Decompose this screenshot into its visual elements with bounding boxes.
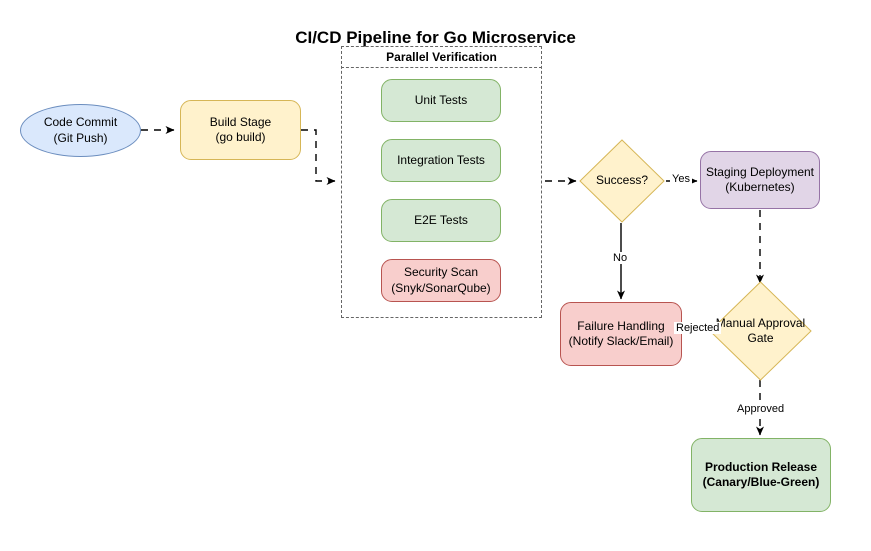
node-manual-approval-gate-label: Manual Approval Gate bbox=[715, 315, 806, 345]
node-success-decision[interactable]: Success? bbox=[579, 139, 665, 223]
node-manual-approval-gate[interactable]: Manual Approval Gate bbox=[709, 281, 812, 381]
diagram-title: CI/CD Pipeline for Go Microservice bbox=[295, 28, 576, 47]
node-integration-tests[interactable]: Integration Tests bbox=[381, 139, 501, 182]
node-security-scan[interactable]: Security Scan (Snyk/SonarQube) bbox=[381, 259, 501, 302]
group-parallel-verification bbox=[341, 46, 542, 318]
node-staging-deployment[interactable]: Staging Deployment (Kubernetes) bbox=[700, 151, 820, 209]
edge-build-to-verification bbox=[301, 129, 336, 185]
node-failure-handling-label: Failure Handling (Notify Slack/Email) bbox=[568, 318, 674, 348]
edge-label-rejected: Rejected bbox=[674, 322, 722, 334]
node-e2e-tests-label: E2E Tests bbox=[414, 212, 468, 227]
node-production-release[interactable]: Production Release (Canary/Blue-Green) bbox=[691, 438, 831, 512]
node-build-stage[interactable]: Build Stage (go build) bbox=[180, 100, 301, 160]
node-code-commit-label: Code Commit (Git Push) bbox=[43, 115, 118, 145]
node-failure-handling[interactable]: Failure Handling (Notify Slack/Email) bbox=[560, 302, 682, 366]
node-unit-tests-label: Unit Tests bbox=[414, 92, 468, 107]
edge-label-no: No bbox=[611, 252, 630, 264]
group-parallel-verification-label: Parallel Verification bbox=[341, 46, 542, 68]
node-build-stage-label: Build Stage (go build) bbox=[209, 114, 272, 144]
node-production-release-label: Production Release (Canary/Blue-Green) bbox=[702, 459, 820, 489]
node-unit-tests[interactable]: Unit Tests bbox=[381, 79, 501, 122]
edge-label-approved: Approved bbox=[735, 403, 787, 415]
node-code-commit[interactable]: Code Commit (Git Push) bbox=[20, 104, 141, 157]
node-success-decision-label: Success? bbox=[595, 173, 649, 188]
node-staging-deployment-label: Staging Deployment (Kubernetes) bbox=[705, 164, 815, 194]
node-integration-tests-label: Integration Tests bbox=[397, 152, 485, 167]
node-security-scan-label: Security Scan (Snyk/SonarQube) bbox=[391, 265, 491, 295]
node-e2e-tests[interactable]: E2E Tests bbox=[381, 199, 501, 242]
success-decision-shape bbox=[579, 139, 665, 223]
edge-label-yes: Yes bbox=[670, 173, 692, 185]
